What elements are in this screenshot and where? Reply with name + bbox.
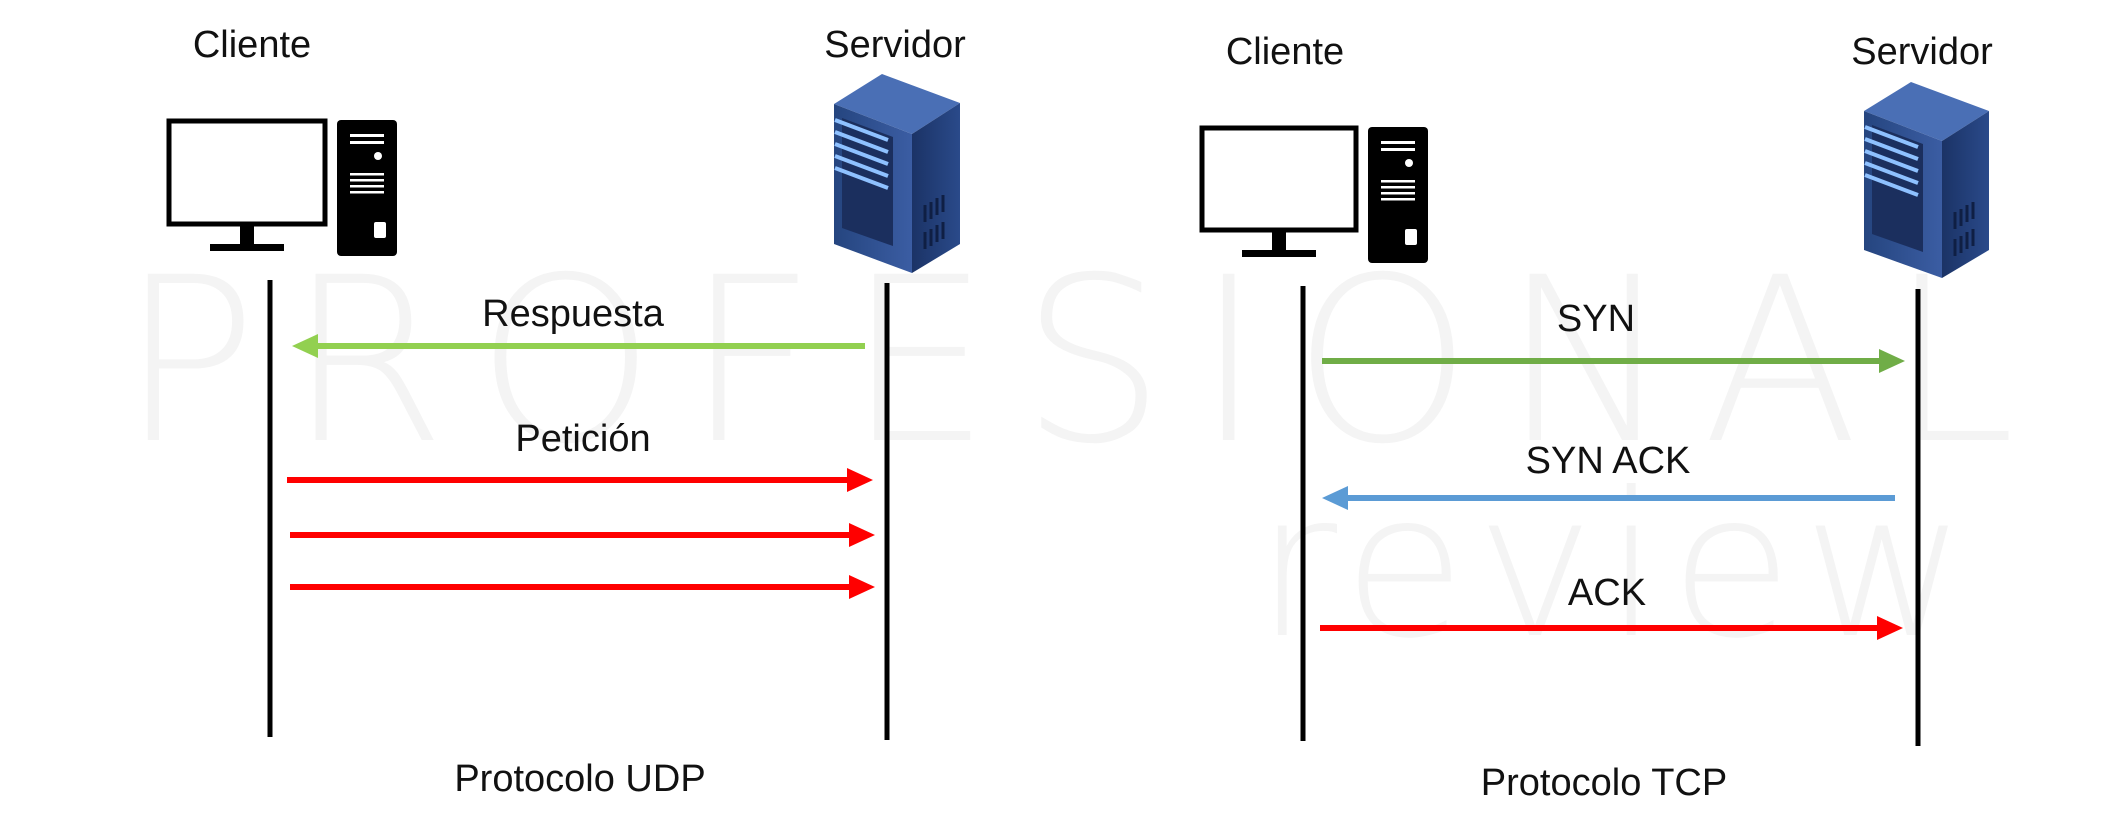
udp-request-label: Petición — [515, 418, 651, 460]
tcp-synack-arrow — [1322, 486, 1895, 510]
tcp-server-label: Servidor — [1851, 31, 1993, 73]
tcp-client-label: Cliente — [1225, 31, 1345, 73]
tcp-syn-label: SYN — [1556, 298, 1636, 340]
tcp-client-icon — [1199, 125, 1428, 263]
tcp-ack-label: ACK — [1567, 572, 1647, 614]
udp-response-arrow — [292, 334, 865, 358]
tcp-synack-label: SYN ACK — [1525, 440, 1691, 482]
tcp-caption: Protocolo TCP — [1480, 762, 1728, 804]
udp-response-label: Respuesta — [482, 293, 664, 335]
udp-caption: Protocolo UDP — [454, 758, 706, 800]
udp-client-icon — [166, 118, 397, 256]
tcp-ack-arrow — [1320, 616, 1903, 640]
udp-request-arrow — [287, 468, 873, 492]
udp-server-label: Servidor — [824, 24, 966, 66]
udp-client-label: Cliente — [192, 24, 312, 66]
tcp-server-icon — [1864, 82, 1989, 278]
udp-server-icon — [834, 74, 960, 273]
udp-request-arrow — [290, 523, 875, 547]
udp-request-arrow — [290, 575, 875, 599]
tcp-syn-arrow — [1322, 349, 1905, 373]
